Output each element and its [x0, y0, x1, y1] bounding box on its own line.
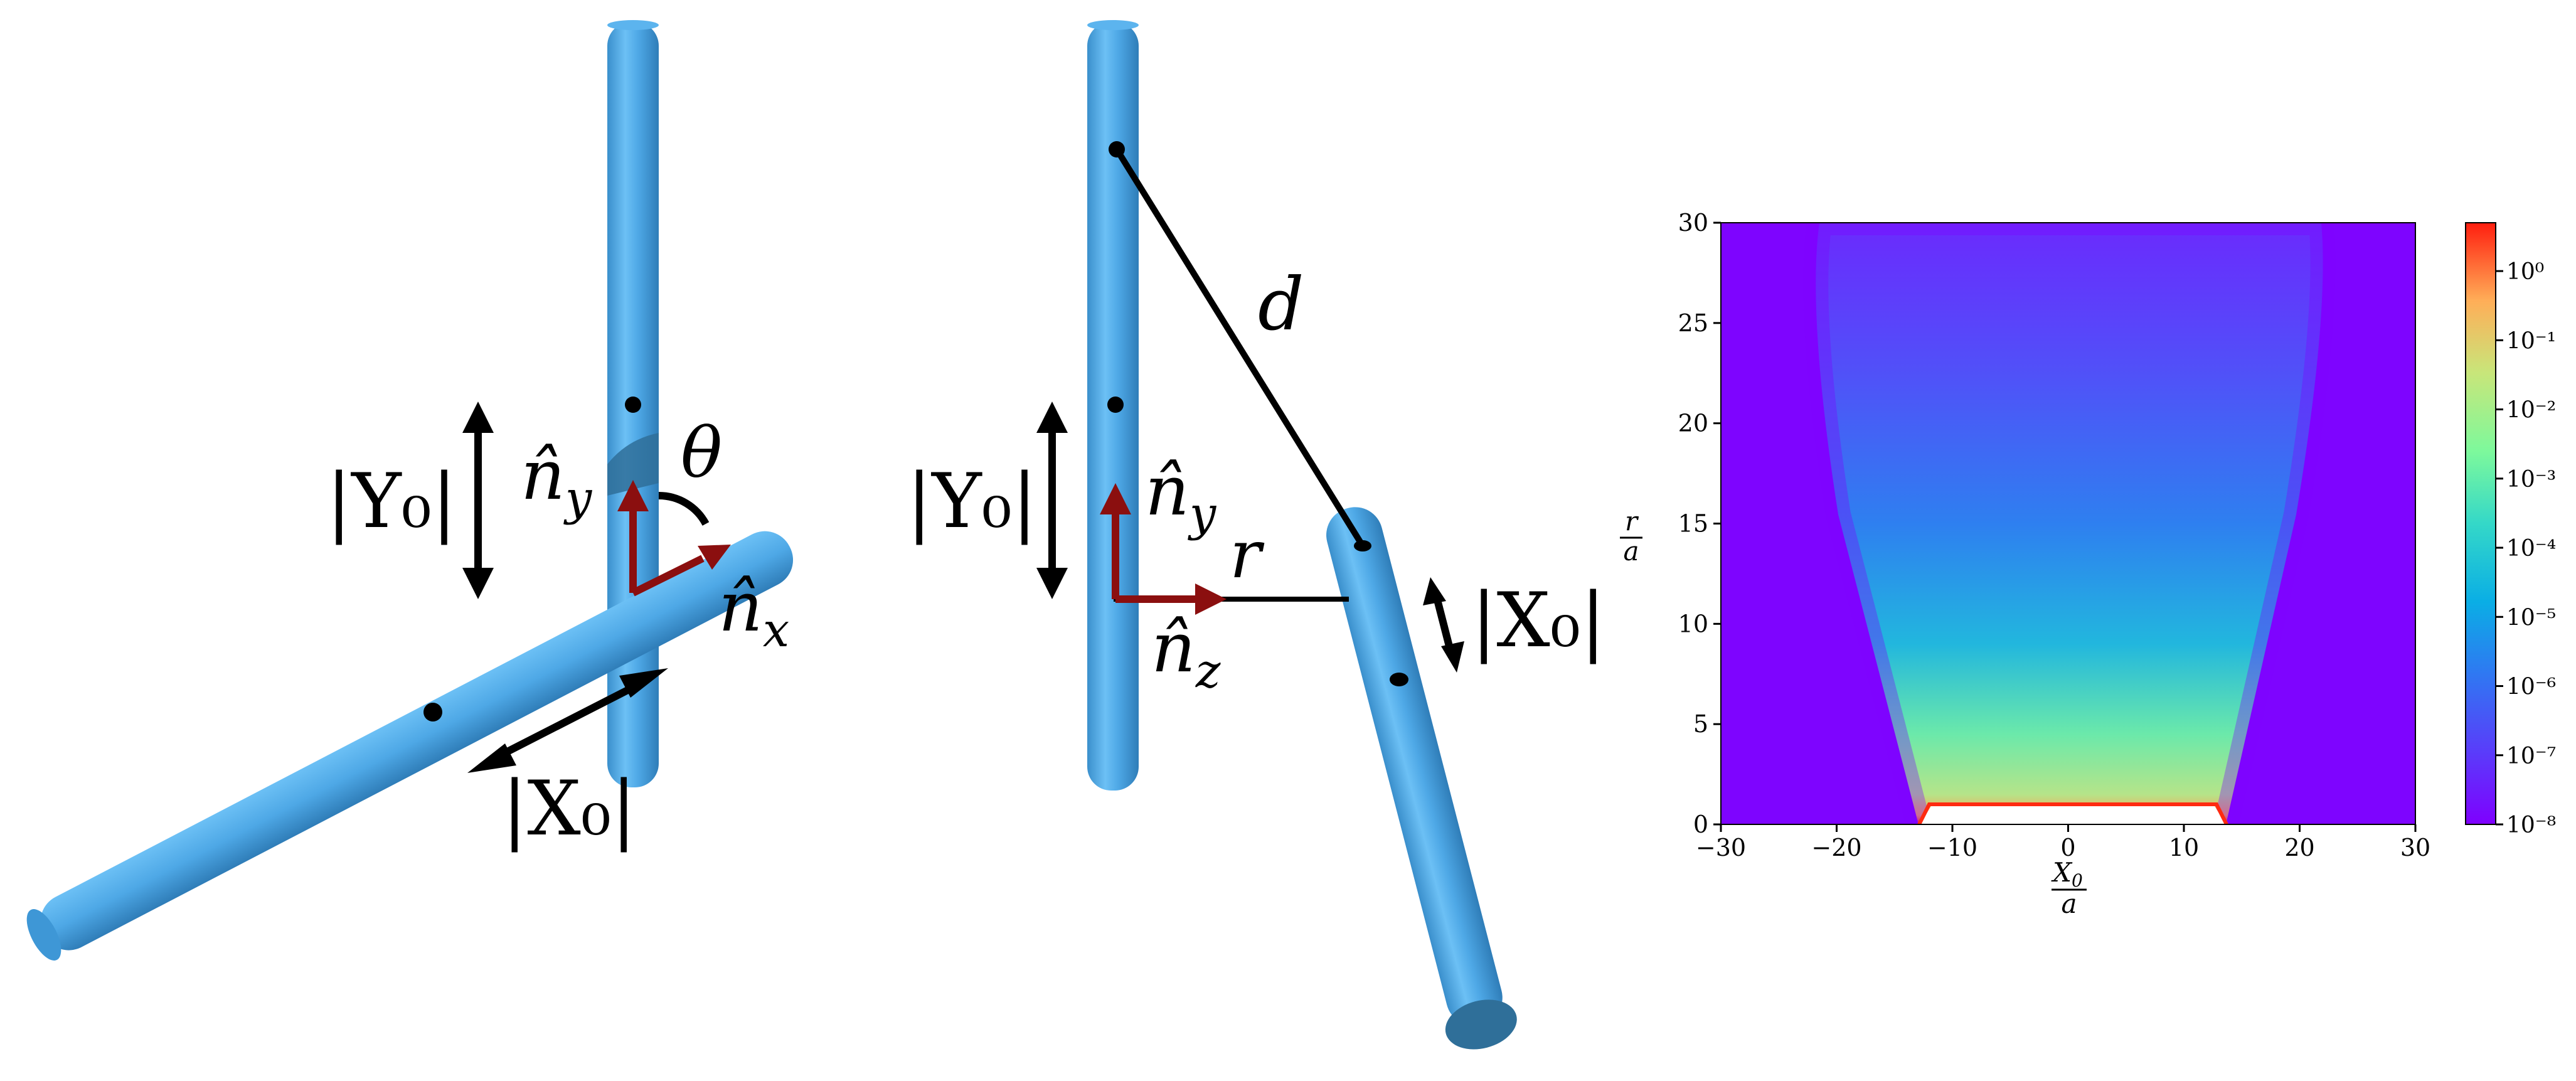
svg-text:X0: X0 [2051, 857, 2083, 891]
colorbar-tick-label: 10⁻⁵ [2506, 605, 2556, 631]
y-tick-label: 30 [1678, 209, 1708, 237]
colorbar-tick-label: 10⁻⁸ [2506, 812, 2556, 838]
heatmap-field [1816, 223, 2323, 824]
x-tick-label: −10 [1927, 834, 1977, 861]
y-tick-label: 20 [1678, 410, 1708, 437]
nx-label: n̂x [718, 567, 789, 658]
y-tick-label: 25 [1678, 309, 1708, 337]
x-tick-label: 30 [2400, 834, 2430, 861]
x-tick-label: 10 [2169, 834, 2199, 861]
ny-label: n̂y [1145, 450, 1217, 541]
colorbar-tick-label: 10⁻⁶ [2506, 674, 2556, 700]
colorbar-tick-label: 10⁻³ [2506, 467, 2556, 493]
x-axis: −30 −20 −10 0 10 20 30 [1696, 824, 2430, 861]
colorbar-tick-label: 10⁰ [2506, 259, 2544, 285]
x0-label: |X₀| [1471, 577, 1605, 664]
basis-vectors [617, 480, 731, 597]
rod-point [1109, 141, 1125, 157]
panel-2-diagram: d r |Y₀| |X₀| n̂y n̂z [907, 20, 1605, 1050]
y0-label: |Y₀| [326, 458, 457, 545]
x0-arrow [1423, 577, 1464, 673]
y-tick-label: 10 [1678, 610, 1708, 637]
basis-vectors [1100, 483, 1227, 615]
heatmap-chart: −30 −20 −10 0 10 20 30 0 5 10 15 20 25 30 X0 a r a 1… [1620, 209, 2556, 919]
rod-point [423, 703, 442, 722]
colorbar-tick-label: 10⁻² [2506, 398, 2556, 423]
x-tick-label: −20 [1811, 834, 1861, 861]
colorbar-tick-label: 10⁻⁴ [2506, 536, 2556, 562]
y-tick-label: 5 [1693, 710, 1708, 738]
ny-label: n̂y [521, 435, 593, 526]
colorbar-tick-label: 10⁻⁷ [2506, 743, 2556, 769]
svg-text:a: a [2061, 888, 2077, 919]
tilted-rod [1326, 507, 1517, 1050]
colorbar [2465, 222, 2496, 825]
y0-arrow [1036, 402, 1068, 599]
rod-point [1390, 673, 1408, 686]
r-label: r [1230, 516, 1265, 593]
y0-label: |Y₀| [907, 458, 1037, 545]
x-tick-label: 0 [2060, 834, 2075, 861]
theta-arc [658, 492, 710, 526]
y-axis: 0 5 10 15 20 25 30 [1678, 209, 1721, 838]
nz-label: n̂z [1151, 607, 1221, 698]
y-tick-label: 0 [1693, 811, 1708, 838]
rod-point [1107, 397, 1124, 413]
d-label: d [1258, 263, 1304, 347]
panel-1-diagram: |Y₀| |X₀| θ n̂y n̂x [26, 20, 794, 961]
x0-label: |X₀| [502, 765, 636, 853]
y-axis-label: r a [1620, 506, 1642, 567]
svg-text:r: r [1625, 506, 1639, 536]
x-tick-label: −30 [1696, 834, 1746, 861]
x0-arrow [467, 668, 668, 773]
colorbar-tick-label: 10⁻¹ [2506, 328, 2556, 354]
y0-arrow [462, 402, 494, 599]
rod-point [1354, 540, 1371, 551]
diagonal-rod [26, 531, 794, 961]
blank-region [1920, 806, 2226, 824]
colorbar-ticks: 10⁰ 10⁻¹ 10⁻² 10⁻³ 10⁻⁴ 10⁻⁵ 10⁻⁶ 10⁻⁷ 10⁻⁸ [2496, 259, 2556, 838]
y-tick-label: 15 [1678, 510, 1708, 538]
theta-label: θ [681, 413, 722, 493]
x-axis-label: X0 a [2051, 857, 2087, 919]
rod-point [625, 397, 641, 413]
svg-text:a: a [1623, 536, 1639, 567]
d-line [1114, 147, 1366, 548]
x-tick-label: 20 [2284, 834, 2314, 861]
